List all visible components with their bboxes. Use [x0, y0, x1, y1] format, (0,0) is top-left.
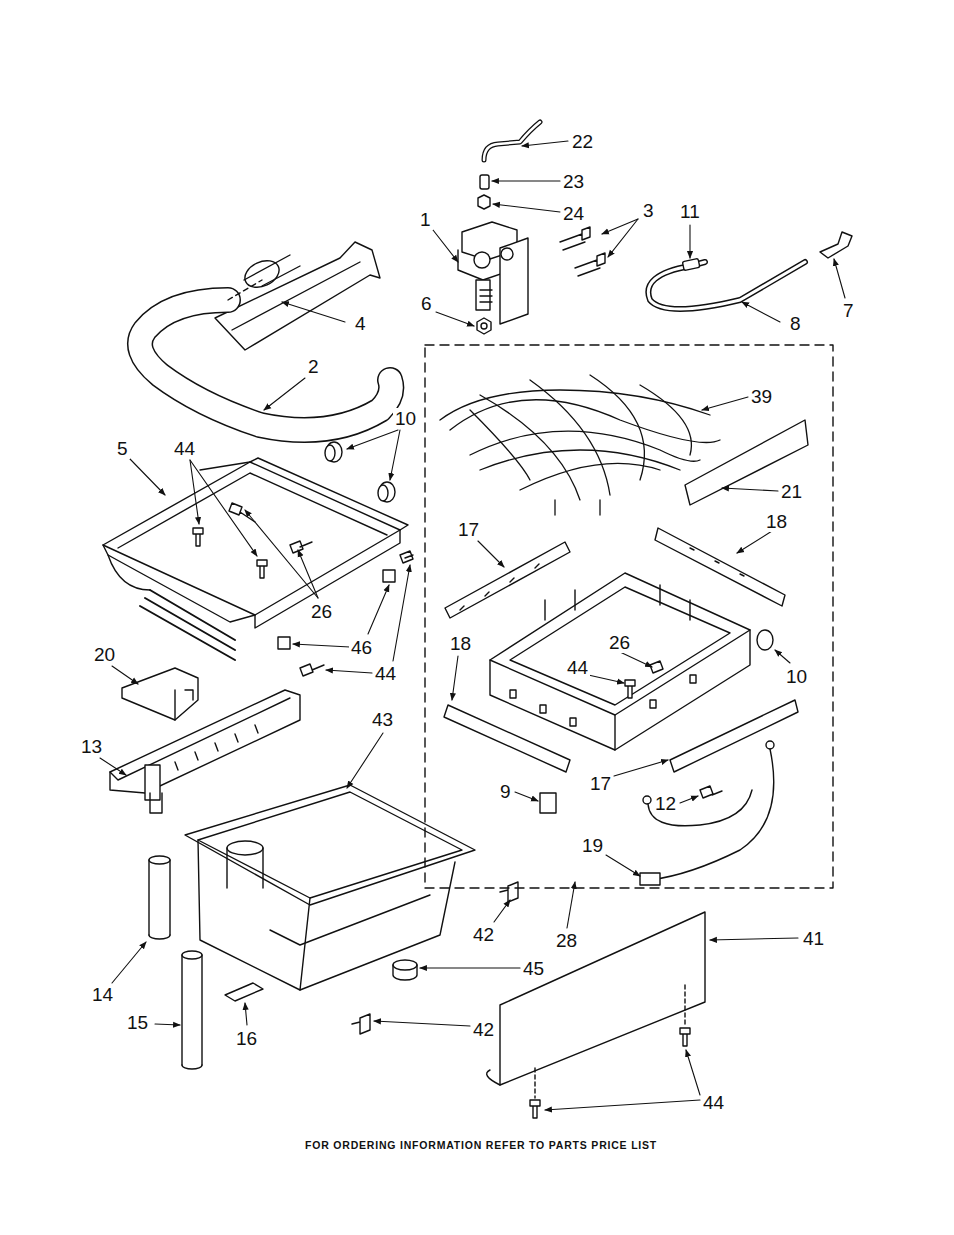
callout-number: 1: [418, 209, 433, 230]
callout-number: 26: [607, 632, 632, 653]
callout-number: 20: [92, 644, 117, 665]
callout-number: 46: [349, 637, 374, 658]
callout-number: 42: [471, 1019, 496, 1040]
callout-number: 18: [448, 633, 473, 654]
callout-number: 18: [764, 511, 789, 532]
callout-number: 17: [588, 773, 613, 794]
callout-number: 6: [419, 293, 434, 314]
callout-number: 11: [678, 201, 702, 222]
callout-number: 19: [580, 835, 605, 856]
callout-number: 44: [565, 657, 590, 678]
callout-number: 44: [701, 1092, 726, 1113]
callout-number: 44: [373, 663, 398, 684]
callout-number: 41: [801, 928, 826, 949]
callout-number: 45: [521, 958, 546, 979]
callout-number: 7: [841, 300, 856, 321]
callout-number: 23: [561, 171, 586, 192]
callout-number: 5: [115, 438, 130, 459]
callout-number: 24: [561, 203, 586, 224]
callout-number: 22: [570, 131, 595, 152]
callout-number: 10: [393, 408, 418, 429]
callout-number: 4: [353, 313, 368, 334]
callout-number: 26: [309, 601, 334, 622]
callout-number: 15: [125, 1012, 150, 1033]
callout-number: 28: [554, 930, 579, 951]
callout-number: 21: [779, 481, 804, 502]
callout-number: 39: [749, 386, 774, 407]
callout-number: 13: [79, 736, 104, 757]
callout-number: 43: [370, 709, 395, 730]
footer-note: FOR ORDERING INFORMATION REFER TO PARTS …: [305, 1140, 657, 1151]
callout-number: 42: [471, 924, 496, 945]
callout-number: 2: [306, 356, 321, 377]
callout-number: 10: [784, 666, 809, 687]
callout-number: 8: [788, 313, 803, 334]
callout-number: 16: [234, 1028, 259, 1049]
callout-number: 44: [172, 438, 197, 459]
callout-number: 14: [90, 984, 115, 1005]
callout-number: 17: [456, 519, 481, 540]
callout-number: 9: [498, 781, 513, 802]
callout-number: 12: [653, 793, 678, 814]
callout-number: 3: [641, 200, 656, 221]
